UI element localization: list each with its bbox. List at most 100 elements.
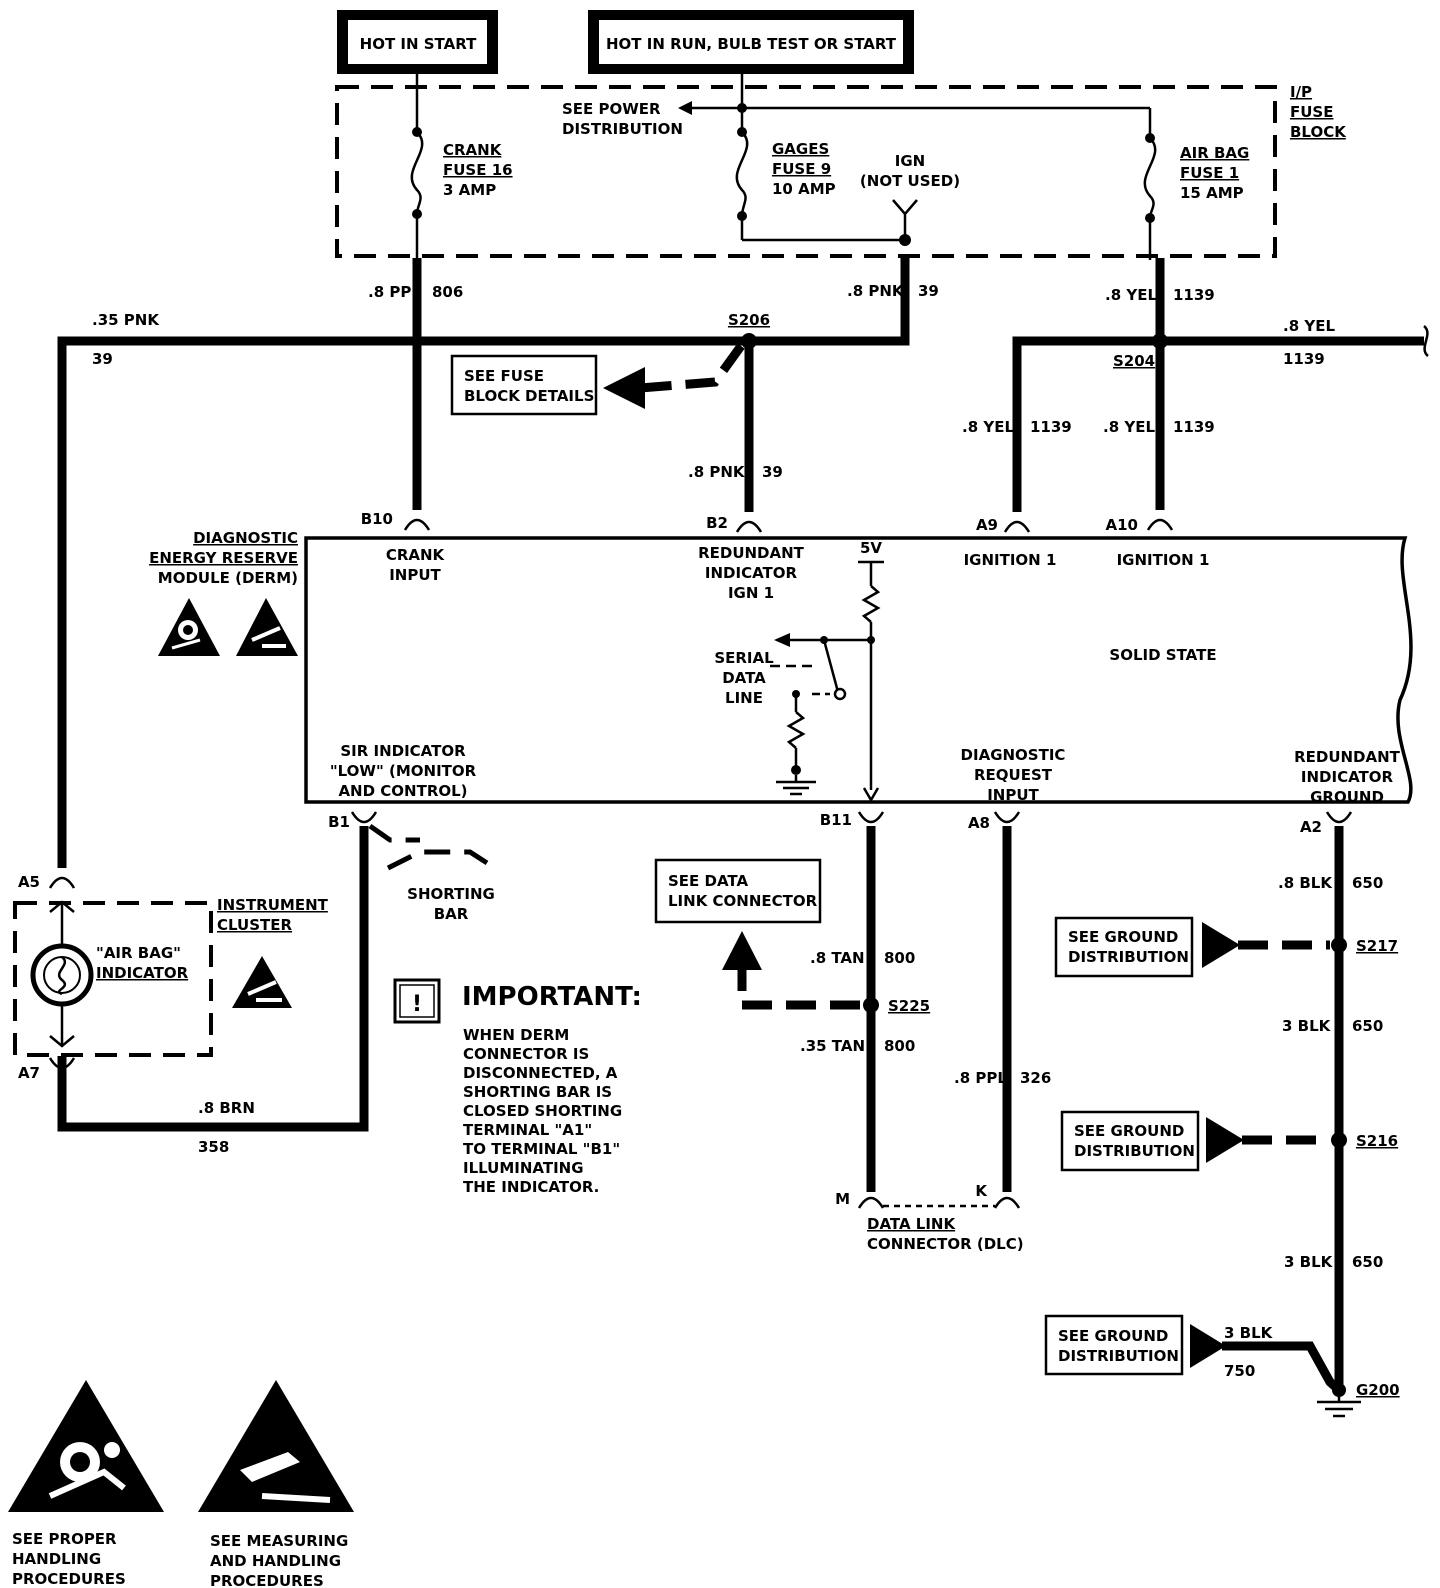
hot-in-run-box: HOT IN RUN, BULB TEST OR START [588, 10, 914, 74]
redundant-ground-2: INDICATOR [1301, 768, 1394, 786]
important-icon: ! [393, 978, 441, 1024]
pin-a5 [48, 876, 76, 889]
redundant-ign-3: IGN 1 [728, 584, 774, 602]
see-data-link-2: LINK CONNECTOR [668, 892, 818, 910]
legend-measuring-3: PROCEDURES [210, 1572, 324, 1588]
ground-1-arrow-head [1202, 922, 1240, 968]
important-line-5: CLOSED SHORTING [463, 1102, 622, 1120]
wire-650-b-color: 3 BLK [1282, 1017, 1332, 1035]
wire-800-top-number: 800 [884, 949, 915, 967]
esd-measuring-icon [198, 1380, 354, 1512]
ground-2-arrow-head [1206, 1117, 1244, 1163]
crank-input-1: CRANK [386, 546, 446, 564]
esd-handling-icon-small [236, 598, 298, 656]
cluster-title-1: INSTRUMENT [217, 896, 329, 914]
legend-handling-3: PROCEDURES [12, 1570, 126, 1588]
wire-1139-right-color: .8 YEL [1283, 317, 1335, 335]
shorting-bar-label-2: BAR [434, 905, 469, 923]
important-line-1: WHEN DERM [463, 1026, 569, 1044]
wire-650-a-color: .8 BLK [1278, 874, 1333, 892]
wire-358-number: 358 [198, 1138, 229, 1156]
serial-data-3: LINE [725, 689, 763, 707]
wire-39-b2-color: .8 PNK [688, 463, 746, 481]
redundant-ign-2: INDICATOR [705, 564, 798, 582]
pin-b1 [350, 811, 378, 824]
legend-handling-1: SEE PROPER [12, 1530, 117, 1548]
crank-fuse-label-1: CRANK [443, 141, 503, 159]
wire-39-cluster [57, 336, 749, 868]
see-ground-2-line1: SEE GROUND [1074, 1122, 1184, 1140]
data-link-arrow-head [722, 931, 762, 970]
wire-39-top-color: .8 PNK [847, 282, 905, 300]
see-ground-1-line1: SEE GROUND [1068, 928, 1178, 946]
dlc-pin-k-label: K [975, 1182, 988, 1200]
serial-data-1: SERIAL [714, 649, 774, 667]
sir-indicator-1: SIR INDICATOR [340, 742, 466, 760]
wire-cut-mark [1423, 325, 1429, 357]
internal-pullup-circuit [770, 560, 884, 803]
derm-title-2: ENERGY RESERVE [149, 549, 298, 567]
wire-1139-top-color: .8 YEL [1105, 286, 1157, 304]
dlc-pin-m [857, 1196, 885, 1209]
wire-800-bot-color: .35 TAN [800, 1037, 865, 1055]
wire-1139-a9 [1012, 336, 1160, 512]
wire-650-b-number: 650 [1352, 1017, 1383, 1035]
see-power-1: SEE POWER [562, 100, 661, 118]
ground-3-arrow-head [1190, 1324, 1226, 1368]
ground-g200 [1317, 1383, 1361, 1418]
derm-module [304, 536, 1413, 804]
splice-s204-label: S204 [1113, 352, 1155, 370]
redundant-ign-1: REDUNDANT [698, 544, 805, 562]
wire-358-color: .8 BRN [198, 1099, 255, 1117]
dlc-title-2: CONNECTOR (DLC) [867, 1235, 1024, 1253]
pin-a8 [993, 811, 1021, 824]
serial-data-2: DATA [722, 669, 766, 687]
see-ground-box-2 [1060, 1110, 1200, 1172]
see-ground-3-line2: DISTRIBUTION [1058, 1347, 1179, 1365]
see-ground-box-3 [1044, 1314, 1184, 1376]
crank-fuse-label-3: 3 AMP [443, 181, 496, 199]
splice-s216-label: S216 [1356, 1132, 1398, 1150]
airbag-fuse [1143, 108, 1157, 260]
fuse-block-title-1: I/P [1290, 83, 1312, 101]
svg-text:!: ! [412, 992, 422, 1017]
pin-a2 [1325, 811, 1353, 824]
crank-fuse [410, 74, 424, 260]
see-data-link-box [654, 858, 822, 924]
ign-label-1: IGN [895, 152, 925, 170]
diag-request-3: INPUT [987, 786, 1039, 804]
airbag-fuse-label-3: 15 AMP [1180, 184, 1244, 202]
see-power-2: DISTRIBUTION [562, 120, 683, 138]
pin-b10-label: B10 [361, 510, 393, 528]
pin-b1-label: B1 [328, 813, 350, 831]
instrument-cluster-outline [13, 901, 213, 1057]
pin-a5-label: A5 [18, 873, 40, 891]
hot-in-start-label: HOT IN START [360, 35, 477, 53]
pin-a10-label: A10 [1106, 516, 1138, 534]
pin-a7 [48, 1057, 76, 1070]
diag-request-1: DIAGNOSTIC [961, 746, 1066, 764]
ignition1-b: IGNITION 1 [1117, 551, 1210, 569]
wire-1139-a9-number: 1139 [1030, 418, 1072, 436]
pin-b11 [857, 811, 885, 824]
important-line-8: ILLUMINATING [463, 1159, 584, 1177]
splice-s204 [1152, 333, 1168, 349]
wire-800-top-color: .8 TAN [810, 949, 865, 967]
see-fuse-block-details-1: SEE FUSE [464, 367, 544, 385]
splice-s216 [1331, 1132, 1347, 1148]
fuse-block-title-2: FUSE [1290, 103, 1333, 121]
redundant-ground-3: GROUND [1310, 788, 1384, 806]
shorting-bar [368, 823, 500, 873]
legend-measuring-1: SEE MEASURING [210, 1532, 348, 1550]
wire-650-a-number: 650 [1352, 874, 1383, 892]
pin-b2 [735, 520, 763, 533]
ground-g200-label: G200 [1356, 1381, 1400, 1399]
important-line-9: THE INDICATOR. [463, 1178, 599, 1196]
wire-358 [57, 826, 369, 1132]
pin-b2-label: B2 [706, 514, 728, 532]
gages-fuse-label-2: FUSE 9 [772, 160, 831, 178]
gages-fuse-label-3: 10 AMP [772, 180, 836, 198]
cluster-title-2: CLUSTER [217, 916, 292, 934]
solid-state-label: SOLID STATE [1109, 646, 1216, 664]
